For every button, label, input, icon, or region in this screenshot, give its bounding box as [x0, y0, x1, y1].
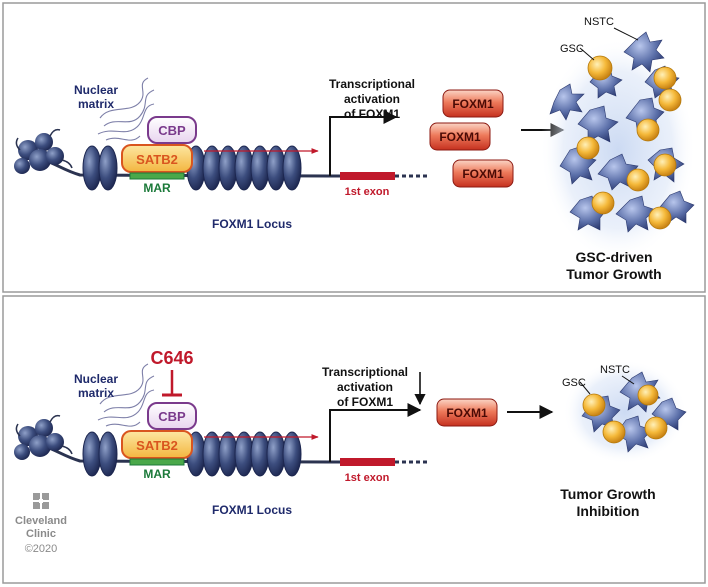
first-exon-bar — [340, 458, 395, 466]
first-exon-bar — [340, 172, 395, 180]
first-exon-label: 1st exon — [345, 472, 390, 484]
top-panel: Nuclear matrix CBP SATB2 MAR 1st exon FO… — [14, 16, 696, 282]
outcome-label-line2: Inhibition — [577, 503, 640, 519]
mar-region — [129, 458, 185, 466]
mar-label: MAR — [143, 467, 171, 481]
satb2-protein — [121, 144, 193, 173]
gsc-label: GSC — [560, 43, 584, 55]
foxm1-protein-box — [442, 89, 504, 118]
foxm1-locus-label: FOXM1 Locus — [212, 217, 292, 231]
activation-label-line3: of FOXM1 — [344, 107, 400, 121]
cbp-label: CBP — [158, 123, 186, 138]
cbp-protein — [147, 116, 197, 144]
nuclear-matrix-icon — [97, 363, 155, 427]
cbp-protein — [147, 402, 197, 430]
nstc-label: NSTC — [600, 364, 630, 376]
nstc-pointer-line — [621, 375, 635, 385]
foxm1-protein-label: FOXM1 — [462, 167, 504, 181]
gsc-cell-icon — [576, 55, 682, 230]
activation-label-line2: activation — [337, 380, 393, 394]
logo-text-line1: Cleveland — [15, 515, 67, 527]
nstc-label: NSTC — [584, 16, 614, 28]
c646-inhibitor-label: C646 — [150, 348, 193, 368]
gsc-pointer-line — [579, 47, 595, 61]
condensed-chromatin-icon — [14, 128, 73, 174]
gsc-pointer-line — [579, 381, 591, 395]
activation-label-line3: of FOXM1 — [337, 395, 393, 409]
tumor-cluster-small — [563, 360, 687, 464]
foxm1-protein-label: FOXM1 — [439, 130, 481, 144]
outcome-label-line1: GSC-driven — [575, 249, 652, 265]
nuclear-matrix-icon — [97, 77, 155, 141]
logo-text-line2: Clinic — [26, 528, 56, 540]
gsc-cell-icon — [582, 384, 668, 444]
nuclear-matrix-label-line2: matrix — [78, 386, 114, 400]
satb2-label: SATB2 — [136, 152, 178, 167]
transcription-start-arrow — [329, 110, 398, 176]
outcome-label-line1: Tumor Growth — [560, 486, 655, 502]
outcome-label-line2: Tumor Growth — [566, 266, 661, 282]
nucleosome-group-left — [82, 431, 206, 477]
foxm1-protein-label: FOXM1 — [452, 97, 494, 111]
nucleosome-group-left — [82, 145, 206, 191]
foxm1-protein-box — [452, 159, 514, 188]
foxm1-protein-label: FOXM1 — [446, 406, 488, 420]
cbp-label: CBP — [158, 409, 186, 424]
cleveland-clinic-logo — [33, 493, 49, 509]
transcription-start-arrow — [329, 403, 422, 462]
nstc-pointer-line — [613, 27, 639, 41]
bottom-panel: Nuclear matrix C646 CBP SATB2 MAR 1st ex… — [14, 348, 687, 519]
satb2-label: SATB2 — [136, 438, 178, 453]
tumor-cluster-large — [540, 31, 696, 262]
activation-label-line1: Transcriptional — [329, 77, 415, 91]
condensed-chromatin-icon — [14, 414, 73, 460]
first-exon-label: 1st exon — [345, 186, 390, 198]
satb2-protein — [121, 430, 193, 459]
nucleosome-group-right — [202, 145, 302, 191]
foxm1-protein-box — [436, 398, 498, 427]
nucleosome-group-right — [202, 431, 302, 477]
foxm1-protein-box — [429, 122, 491, 151]
nuclear-matrix-label-line1: Nuclear — [74, 372, 118, 386]
copyright-year: ©2020 — [25, 543, 58, 555]
nuclear-matrix-label-line1: Nuclear — [74, 83, 118, 97]
mar-region — [129, 172, 185, 180]
activation-label-line2: activation — [344, 92, 400, 106]
activation-label-line1: Transcriptional — [322, 365, 408, 379]
mar-label: MAR — [143, 181, 171, 195]
foxm1-locus-label: FOXM1 Locus — [212, 503, 292, 517]
nuclear-matrix-label-line2: matrix — [78, 97, 114, 111]
gsc-label: GSC — [562, 377, 586, 389]
